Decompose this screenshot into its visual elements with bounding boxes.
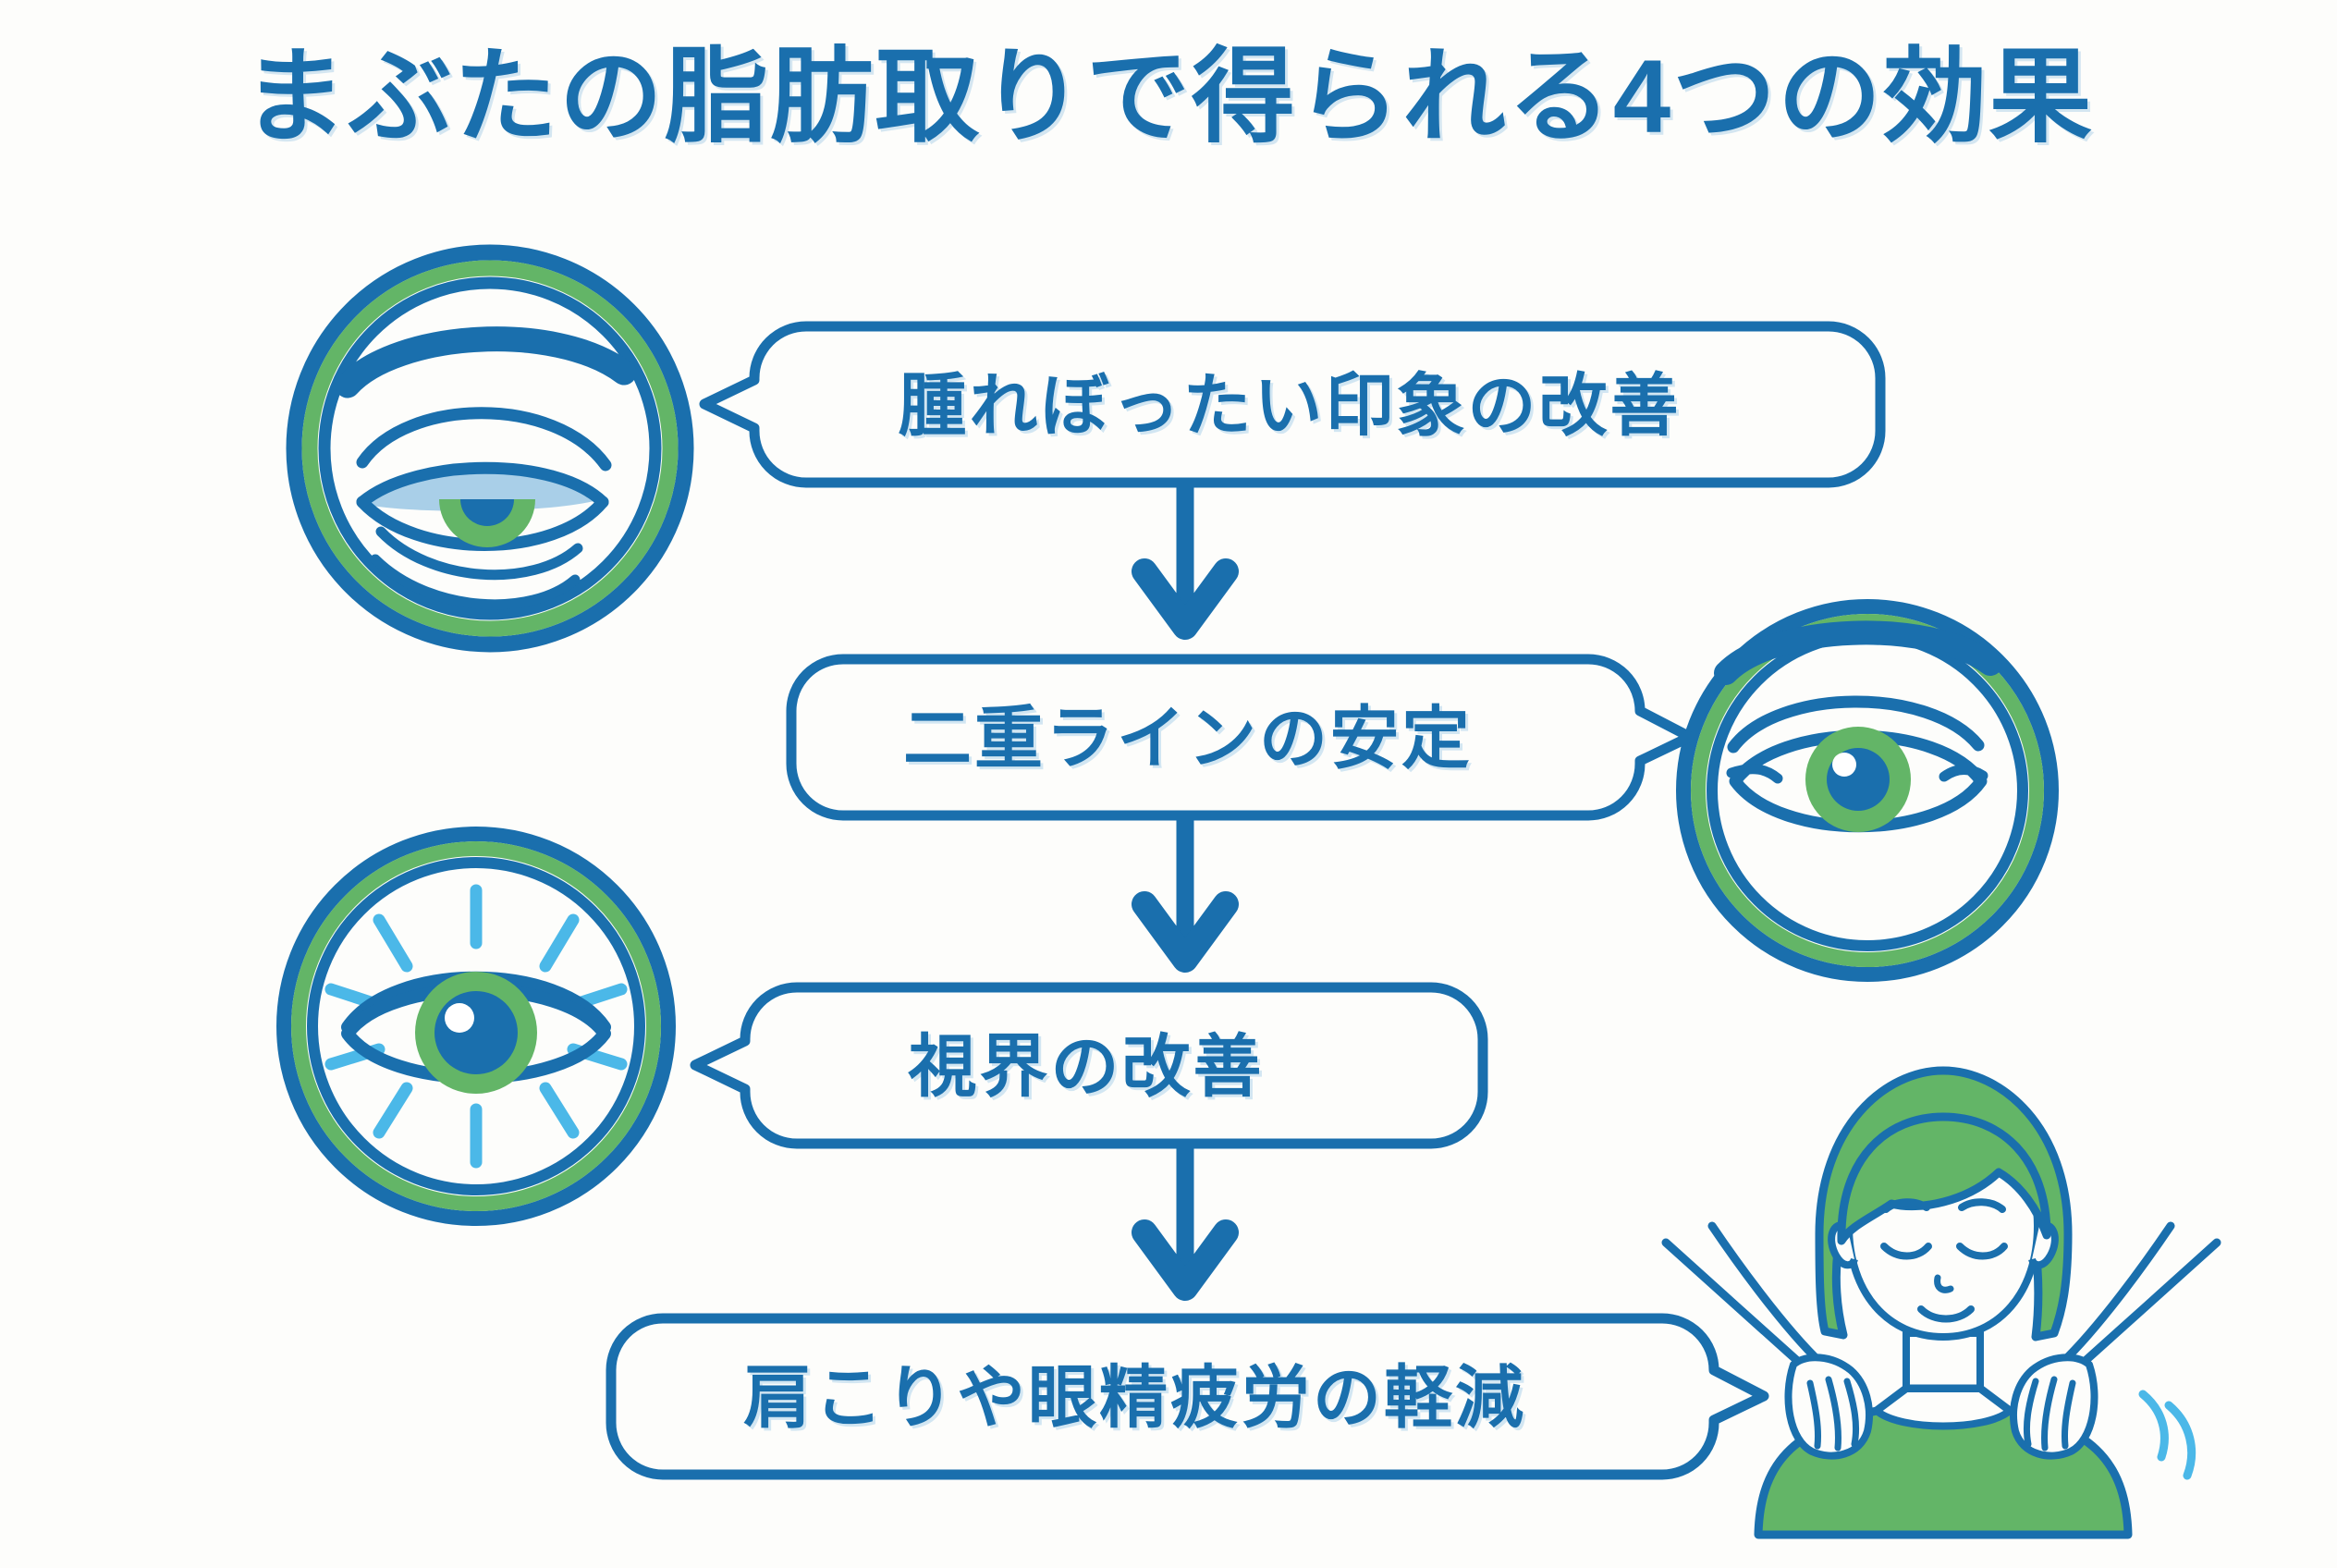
down-arrow-1 bbox=[1130, 481, 1241, 647]
page-title: まぶたの脂肪取りで得られる4つの効果 bbox=[242, 39, 2095, 154]
double-eyelid-eye-icon bbox=[1669, 592, 2066, 989]
down-arrow-3 bbox=[1130, 1142, 1241, 1308]
flow-step-1[interactable]: 腫れぼったい印象の改善 bbox=[699, 319, 1886, 488]
flow-step-4[interactable]: 肩こりや眼精疲労の軽減 bbox=[596, 1311, 1769, 1480]
puffy-eyelid-eye-icon bbox=[277, 236, 703, 661]
flow-step-3[interactable]: 視界の改善 bbox=[690, 980, 1488, 1149]
bright-eye-rays-icon bbox=[268, 818, 684, 1234]
motion-lines-icon bbox=[2138, 1390, 2196, 1480]
flow-step-2[interactable]: 二重ラインの安定 bbox=[777, 652, 1695, 821]
woman-shoulder-massage-illustration bbox=[1655, 1045, 2228, 1544]
down-arrow-2 bbox=[1130, 814, 1241, 980]
